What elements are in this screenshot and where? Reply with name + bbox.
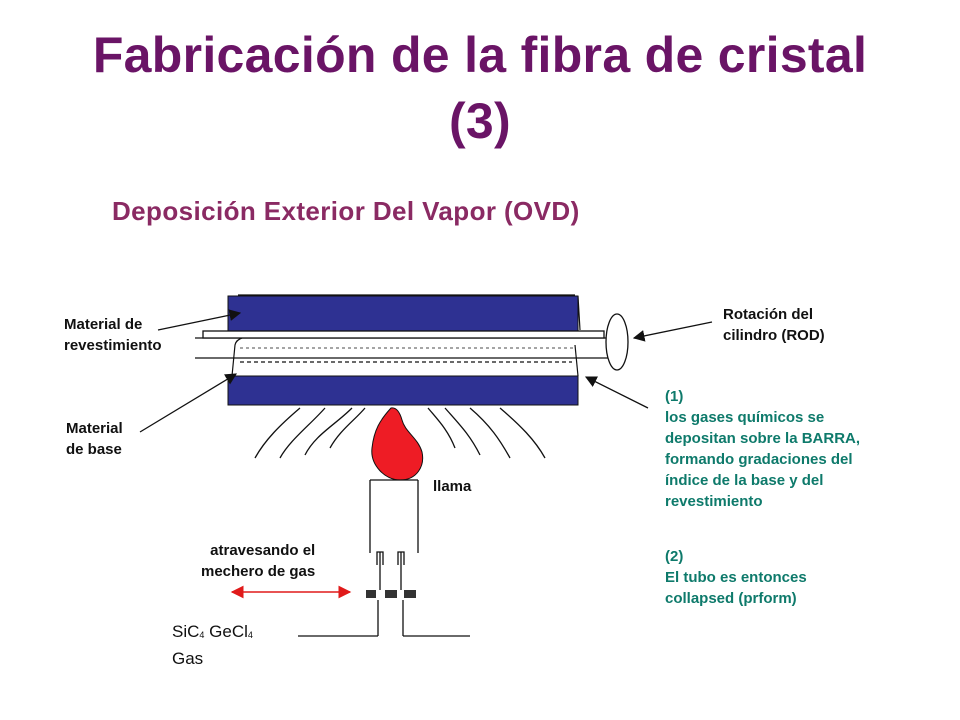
base-pointer (139, 373, 238, 433)
title-line-2: (3) (448, 93, 511, 149)
rotation-pointer (632, 321, 713, 342)
burner-label: atravesando el mechero de gas (201, 542, 316, 580)
cladding-pointer (157, 309, 242, 331)
title-line-1: Fabricación de la fibra de cristal (92, 27, 868, 83)
bottom-deposit-layer (227, 375, 579, 406)
flame-label: llama (433, 478, 472, 495)
step1-number: (1) (665, 388, 684, 405)
cladding-label: Material de revestimiento (64, 316, 162, 354)
deposition-pointer (584, 376, 649, 409)
gas-label: SiC4 GeCl4 Gas (172, 622, 253, 668)
flame (371, 407, 424, 481)
step2-note: (2) El tubo es entonces collapsed (prfor… (665, 548, 807, 607)
burner-base (366, 590, 416, 598)
rotation-label: Rotación del cilindro (ROD) (723, 306, 825, 344)
gas-burner (298, 479, 470, 637)
step2-number: (2) (665, 548, 684, 565)
step1-note: (1) los gases químicos se depositan sobr… (665, 388, 861, 510)
heat-lines (254, 407, 546, 459)
top-deposit-layer (227, 295, 579, 332)
slide-title: Fabricación de la fibra de cristal (3) (0, 22, 960, 154)
base-material-label: Material de base (66, 420, 123, 458)
rotation-ellipse (605, 313, 629, 371)
slide-subtitle: Deposición Exterior Del Vapor (OVD) (112, 196, 580, 226)
rod (195, 330, 612, 359)
